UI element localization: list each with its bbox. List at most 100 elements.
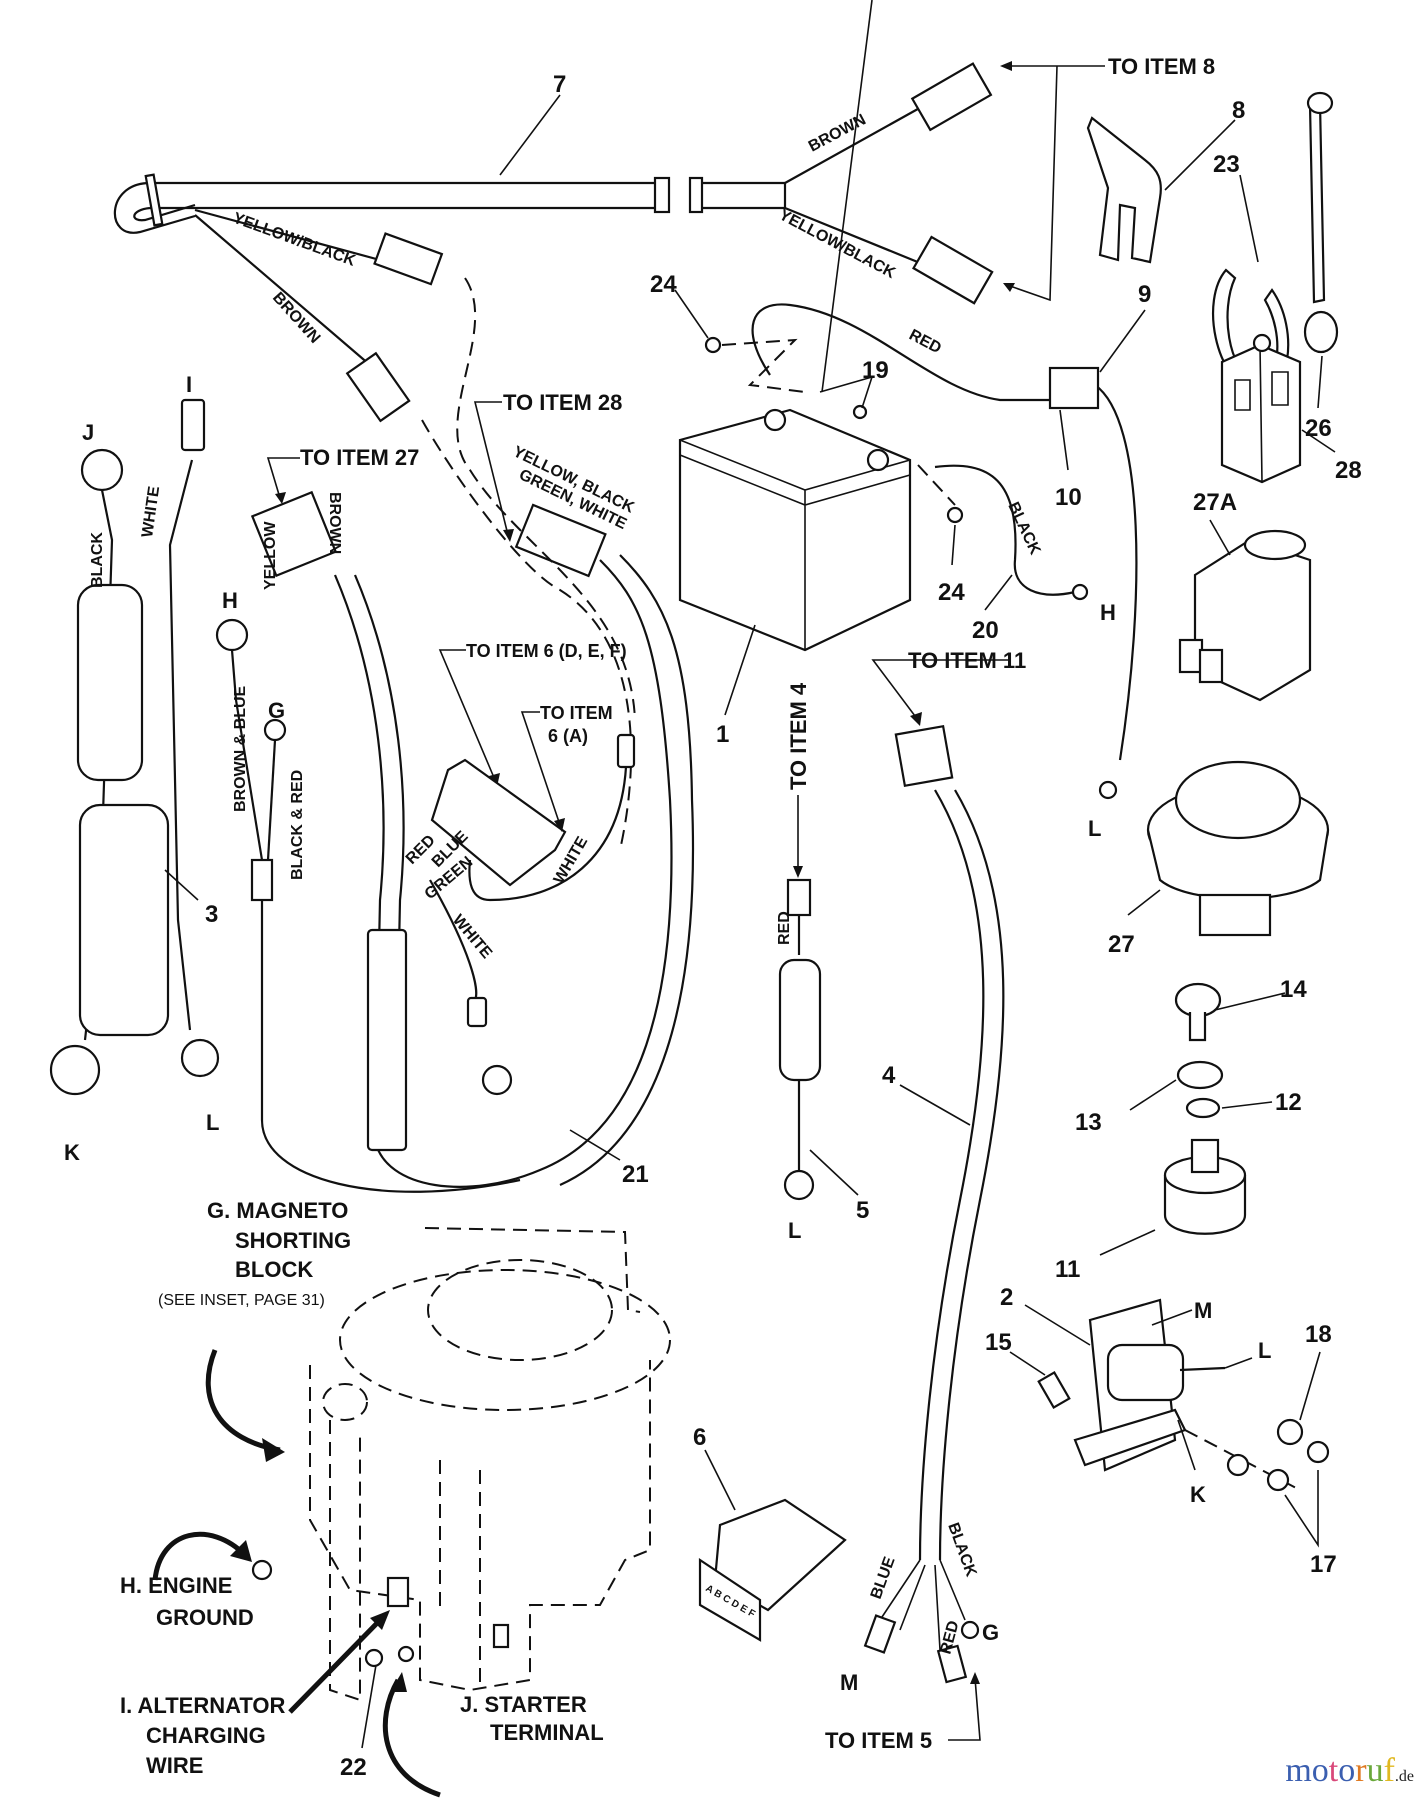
callout-to-item-8 [1000,61,1105,302]
callout-to-item-4-text: TO ITEM 4 [786,682,811,790]
motoruf-watermark: motoruf.de [1285,1752,1414,1790]
wire-label-black-battery: BLACK [1004,500,1043,558]
item-number-21: 21 [622,1161,649,1188]
connector-to-item-27 [250,490,338,578]
engine-label-h-line1: H. ENGINE [120,1573,232,1598]
terminal-H-left: H [222,588,238,613]
item-number-22: 22 [340,1754,367,1781]
terminal-L-item-5: L [788,1218,801,1243]
terminal-L-left: L [206,1110,219,1135]
wire-label-white-21a: WHITE [449,912,495,963]
part-key-item-14 [1174,982,1222,1042]
item-number-18: 18 [1305,1321,1332,1348]
wire-label-red-5: RED [776,911,793,945]
item-number-11: 11 [1055,1256,1080,1283]
terminal-M-item-4: M [840,1670,858,1695]
connector-to-item-6-def [430,758,567,887]
item-number-27: 27 [1108,931,1135,958]
item-number-5: 5 [856,1197,869,1224]
item-number-24-bottom: 24 [938,579,965,606]
engine-label-i-line3: WIRE [146,1753,203,1778]
part-screw-item-15 [1037,1371,1071,1409]
item-number-4: 4 [882,1062,896,1089]
watermark-letter: f [1383,1752,1395,1789]
item-number-27a: 27A [1193,489,1237,516]
terminal-G-item-4: G [982,1620,999,1645]
item-number-24-top: 24 [650,271,677,298]
part-washer-item-12 [1185,1097,1221,1119]
terminal-M-item-2: M [1194,1298,1212,1323]
terminal-L-item-9: L [1088,816,1101,841]
harness-item-7 [113,62,994,423]
item-number-3: 3 [205,901,218,928]
engine-label-g-line1: G. MAGNETO [207,1198,348,1223]
item-number-7: 7 [553,71,566,98]
item-number-13: 13 [1075,1109,1102,1136]
watermark-letter: o [1311,1752,1329,1789]
item-number-19: 19 [862,357,889,384]
item-number-2: 2 [1000,1284,1013,1311]
terminal-K-left: K [64,1140,80,1165]
pigtail-h-g [215,618,521,1193]
cable-item-4 [863,724,1005,1684]
part-connector-item-6 [698,1498,847,1642]
item-number-1: 1 [716,721,729,748]
part-item-27a [1178,529,1312,702]
terminal-H-battery: H [1100,600,1116,625]
wire-label-black-4: BLACK [944,1521,979,1580]
cable-black-item-20 [934,464,1076,596]
item-number-23: 23 [1213,151,1240,178]
callout-to-item-5-text: TO ITEM 5 [825,1728,932,1753]
part-item-9 [1048,366,1100,410]
wire-label-blue-4: BLUE [868,1554,899,1601]
item-number-26: 26 [1305,415,1332,442]
watermark-letter: m [1285,1752,1312,1789]
cable-red-item-10 [751,303,1055,402]
arrow-g-magneto [205,1349,281,1453]
wire-label-brown-27: BROWN [326,492,343,554]
engine-label-h-line2: GROUND [156,1605,254,1630]
item-number-12: 12 [1275,1089,1302,1116]
part-solenoid-item-2 [1073,1298,1226,1472]
part-item-28 [1220,333,1302,484]
terminal-L-item-2: L [1258,1338,1271,1363]
leader-7 [499,94,561,176]
item-number-9: 9 [1138,281,1151,308]
engine-label-g-line2: SHORTING [235,1228,351,1253]
item-number-17: 17 [1310,1551,1337,1578]
engine-label-i-line1: I. ALTERNATOR [120,1693,286,1718]
callout-to-item-28-text: TO ITEM 28 [503,390,622,415]
item-number-14: 14 [1280,976,1307,1003]
engine-label-g-note: (SEE INSET, PAGE 31) [158,1292,325,1309]
cable-item-3 [49,398,220,1096]
item-number-20: 20 [972,617,999,644]
callout-to-item-8-text: TO ITEM 8 [1108,54,1215,79]
item-number-6: 6 [693,1424,706,1451]
item-number-15: 15 [985,1329,1012,1356]
wire-label-black-red: BLACK & RED [289,770,306,880]
watermark-letter: r [1355,1752,1367,1789]
watermark-letter: o [1338,1752,1356,1789]
wire-label-red-battery: RED [906,327,944,358]
watermark-suffix: .de [1394,1768,1414,1785]
wire-label-brown-blue: BROWN & BLUE [232,685,249,812]
part-fuse-item-5 [778,878,822,1201]
arrow-h-engine-ground [152,1531,247,1581]
watermark-letter: t [1328,1752,1339,1789]
harness-item-21 [333,554,695,1188]
wire-label-black-3: BLACK [89,532,106,588]
callout-to-item-6a-line1: TO ITEM [540,703,613,723]
part-item-26 [1303,91,1339,354]
item-number-10: 10 [1055,484,1082,511]
arrow-i-alternator [288,1613,387,1714]
engine-label-g-line3: BLOCK [235,1257,313,1282]
callout-to-item-27-text: TO ITEM 27 [300,445,419,470]
engine-outline [309,1064,671,1702]
callout-to-item-11-text: TO ITEM 11 [908,648,1026,673]
part-battery-item-1 [678,408,912,652]
terminal-G-left: G [268,698,285,723]
callout-to-item-6a-line2: 6 (A) [548,726,588,746]
item-number-28: 28 [1335,457,1362,484]
terminal-J: J [82,420,94,445]
